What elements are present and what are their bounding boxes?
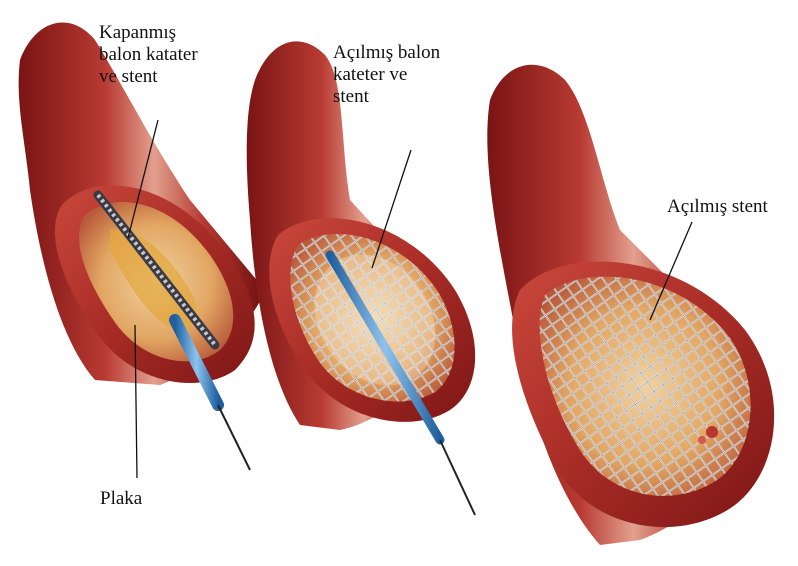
label-plaque: Plaka [100, 488, 142, 510]
label-line: Kapanmış [99, 22, 198, 44]
label-closed-balloon-catheter: Kapanmış balon katater ve stent [99, 22, 198, 88]
guidewire [218, 405, 250, 470]
label-line: stent [333, 86, 440, 108]
label-line: ve stent [99, 66, 198, 88]
artery-3 [487, 65, 774, 545]
label-line: balon katater [99, 44, 198, 66]
guidewire [440, 440, 475, 515]
label-line: Açılmış balon [333, 42, 440, 64]
label-line: kateter ve [333, 64, 440, 86]
label-opened-stent: Açılmış stent [667, 196, 768, 218]
label-opened-balloon-catheter: Açılmış balon kateter ve stent [333, 42, 440, 108]
artery-2 [247, 41, 475, 515]
artery-1 [19, 23, 265, 470]
